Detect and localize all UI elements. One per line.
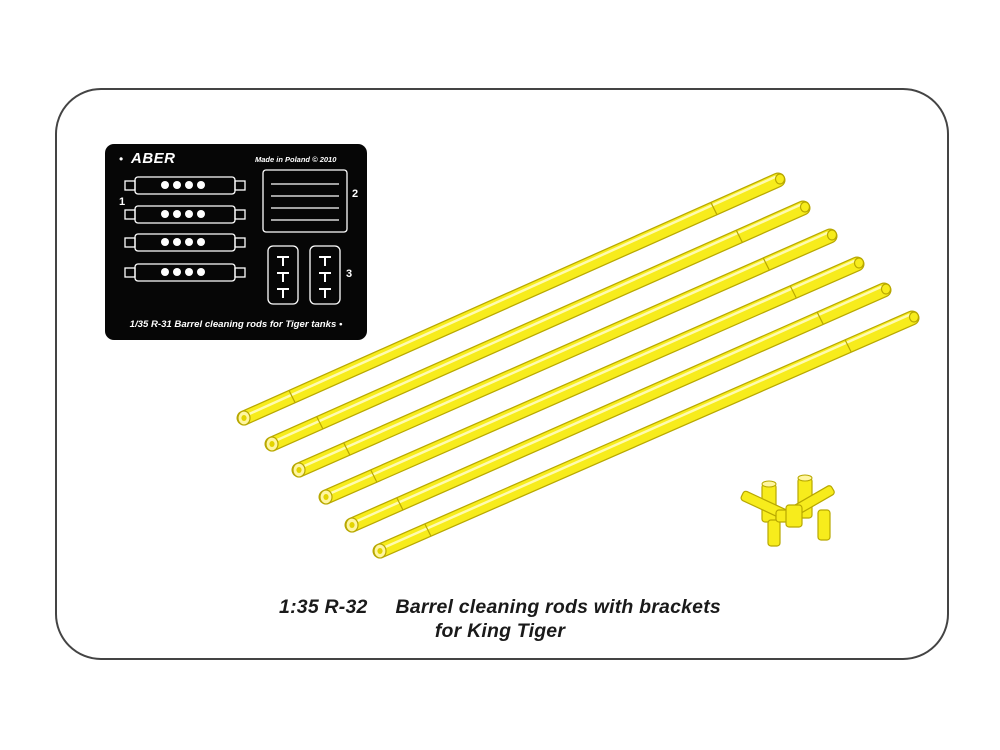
brand-logo: ABER [131, 150, 176, 167]
photo-etch-fret: • ABER Made in Poland © 2010 1 2 3 [105, 144, 367, 340]
part-number-2: 2 [352, 188, 359, 200]
bracket-group [740, 474, 835, 547]
product-frame [55, 88, 949, 660]
cleaning-rod-icon [264, 200, 811, 452]
product-title: Barrel cleaning rods with brackets [395, 596, 721, 618]
cleaning-rod-icon [344, 282, 892, 533]
fret-title: 1/35 R-31 Barrel cleaning rods for Tiger… [129, 319, 343, 330]
product-caption-line1: 1:35 R-32 Barrel cleaning rods with brack… [0, 596, 1000, 619]
product-caption-line2: for King Tiger [434, 620, 566, 642]
part-number-1: 1 [119, 196, 126, 208]
product-code: 1:35 R-32 [279, 596, 368, 618]
cleaning-rod-icon [291, 228, 838, 478]
cleaning-rod-icon [372, 310, 920, 559]
cleaning-rod-icon [318, 256, 865, 505]
fret-parts-drawing [124, 169, 348, 305]
made-in-label: Made in Poland © 2010 [255, 155, 337, 164]
plate-dot: • [119, 152, 124, 166]
part-number-3: 3 [346, 268, 353, 280]
cleaning-rod-icon [236, 172, 786, 426]
fret-part-1-row [124, 176, 246, 195]
bracket-icon [785, 474, 835, 541]
